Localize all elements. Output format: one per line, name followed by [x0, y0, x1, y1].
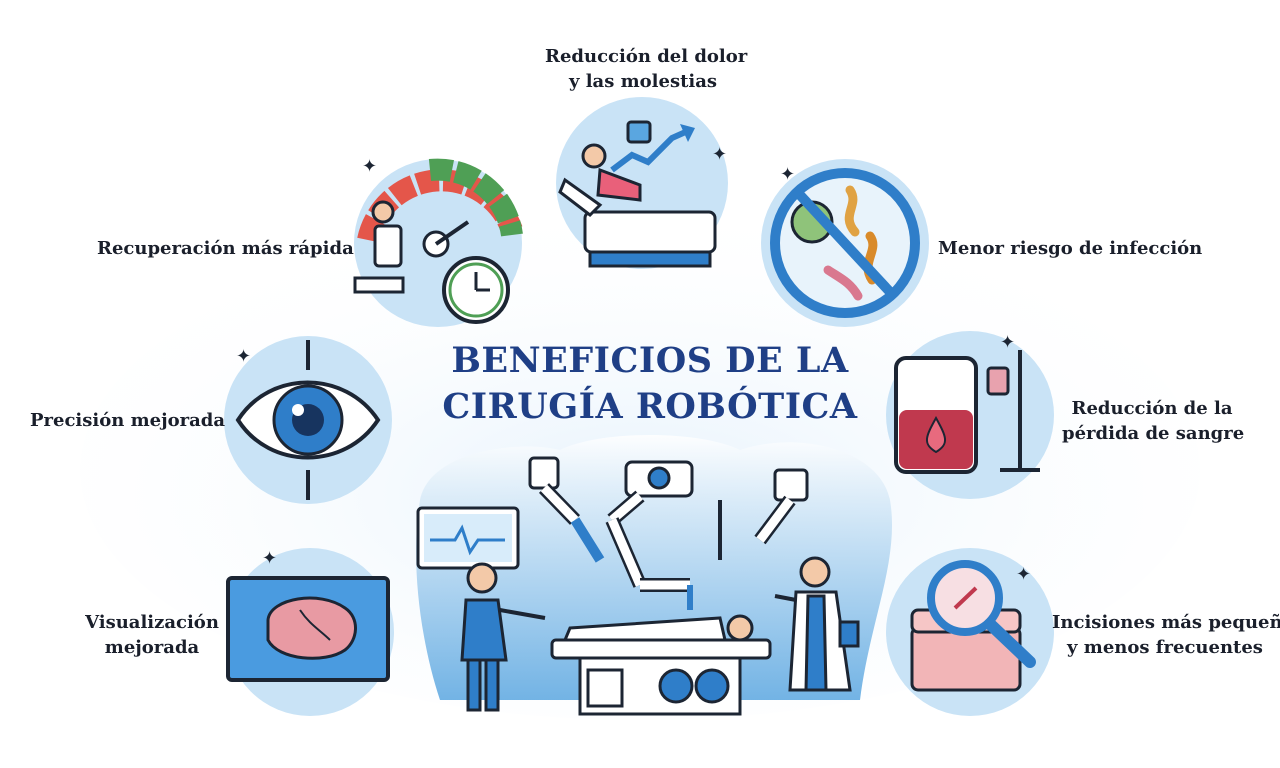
infection-risk-icon: ✦	[761, 159, 929, 327]
title-line-2: CIRUGÍA ROBÓTICA	[442, 386, 858, 427]
benefit-label-visualization: Visualización mejorada	[85, 612, 219, 658]
svg-text:✦: ✦	[780, 164, 795, 185]
robot-arm-left-icon	[528, 456, 605, 563]
nurse-figure-icon	[460, 562, 546, 712]
visualization-brain-icon: ✦	[226, 548, 394, 716]
benefit-label-infection: Menor riesgo de infección	[938, 238, 1203, 259]
svg-text:✦: ✦	[362, 156, 377, 177]
benefit-label-recovery: Recuperación más rápida	[97, 238, 354, 259]
svg-text:✦: ✦	[236, 346, 251, 367]
title-line-1: BENEFICIOS DE LA	[451, 340, 849, 381]
benefit-label-incisions: Incisiones más pequeñas y menos frecuent…	[1052, 612, 1280, 658]
blood-loss-icon: ✦	[886, 331, 1054, 499]
robot-camera-icon	[605, 460, 694, 610]
faster-recovery-icon: ✦	[353, 156, 523, 327]
doctor-figure-icon	[774, 556, 860, 692]
patient-table-icon	[550, 614, 772, 716]
pain-reduction-icon: ✦	[556, 97, 728, 269]
svg-text:✦: ✦	[712, 144, 727, 165]
svg-text:✦: ✦	[1000, 332, 1015, 353]
robotic-surgery-scene	[416, 456, 860, 716]
incisions-magnifier-icon: ✦	[886, 548, 1054, 716]
precision-eye-icon: ✦	[224, 336, 392, 504]
page-title: BENEFICIOS DE LA CIRUGÍA ROBÓTICA	[440, 338, 860, 430]
robot-arm-right-icon	[718, 468, 809, 560]
benefit-label-precision: Precisión mejorada	[30, 410, 226, 431]
svg-text:✦: ✦	[1016, 564, 1031, 585]
heart-monitor-icon	[416, 506, 520, 570]
benefit-label-pain: Reducción del dolor y las molestias	[545, 46, 748, 92]
svg-text:✦: ✦	[262, 548, 277, 569]
benefit-label-blood: Reducción de la pérdida de sangre	[1062, 398, 1245, 444]
